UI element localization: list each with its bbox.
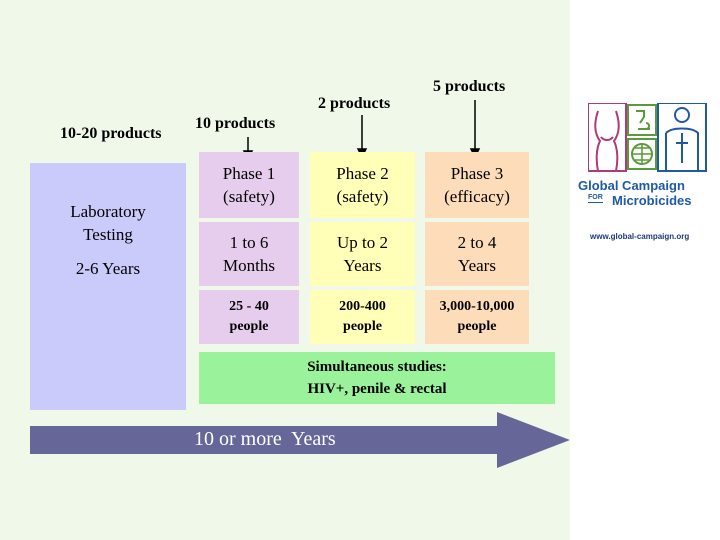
phase1-duration-cell: 1 to 6 Months: [199, 222, 299, 286]
phase1-title-cell: Phase 1 (safety): [199, 152, 299, 218]
timeline-label: 10 or more Years: [194, 428, 336, 450]
lab-years: 2-6 Years: [75, 259, 141, 278]
simultaneous-studies-box: [199, 352, 555, 404]
lab-title-line1: Laboratory: [70, 202, 146, 221]
phase3-title-cell: Phase 3 (efficacy): [425, 152, 529, 218]
phase3-duration-b: Years: [458, 256, 496, 275]
phase2-people-a: 200-400: [339, 299, 386, 314]
phase2-people-cell: 200-400 people: [310, 290, 415, 344]
phase2-duration-a: Up to 2: [337, 233, 388, 252]
phase2-name: Phase 2: [336, 164, 389, 183]
laboratory-testing-box: [30, 163, 186, 410]
phase2-people-b: people: [343, 319, 382, 334]
label-2-products: 2 products: [318, 95, 391, 112]
simultaneous-line2: HIV+, penile & rectal: [307, 381, 447, 397]
simultaneous-studies-text: Simultaneous studies: HIV+, penile & rec…: [199, 356, 555, 400]
phase3-duration-cell: 2 to 4 Years: [425, 222, 529, 286]
logo-for: FOR: [588, 194, 603, 203]
logo-url-link[interactable]: www.global-campaign.org: [590, 232, 690, 241]
phase1-people-a: 25 - 40: [229, 299, 269, 314]
phase1-duration-b: Months: [223, 256, 275, 275]
lab-title-line2: Testing: [83, 225, 133, 244]
phase2-duration-b: Years: [343, 256, 382, 275]
phase2-duration-cell: Up to 2 Years: [310, 222, 415, 286]
label-5-products: 5 products: [433, 78, 506, 95]
phase1-duration-a: 1 to 6: [229, 233, 269, 252]
phase2-title-cell: Phase 2 (safety): [310, 152, 415, 218]
phase3-duration-a: 2 to 4: [457, 233, 497, 252]
phase1-people-cell: 25 - 40 people: [199, 290, 299, 344]
logo-figures-graphic: [588, 103, 707, 172]
phase1-type: (safety): [223, 187, 275, 206]
label-10-products: 10 products: [195, 115, 276, 132]
lab-title: Laboratory Testing: [30, 200, 186, 246]
phase3-people-a: 3,000-10,000: [439, 299, 515, 314]
phase3-people-b: people: [457, 319, 497, 334]
phase3-type: (efficacy): [444, 187, 510, 206]
timeline-arrow-shape: [30, 412, 570, 468]
simultaneous-line1: Simultaneous studies:: [307, 359, 447, 375]
label-10-20-products: 10-20 products: [60, 125, 162, 142]
phase1-people-b: people: [229, 319, 269, 334]
phase1-name: Phase 1: [222, 164, 276, 183]
logo-line2: Microbicides: [612, 193, 692, 208]
phase2-type: (safety): [336, 187, 389, 206]
phase3-name: Phase 3: [450, 164, 504, 183]
phase3-people-cell: 3,000-10,000 people: [425, 290, 529, 344]
logo-line1: Global Campaign: [578, 178, 685, 193]
